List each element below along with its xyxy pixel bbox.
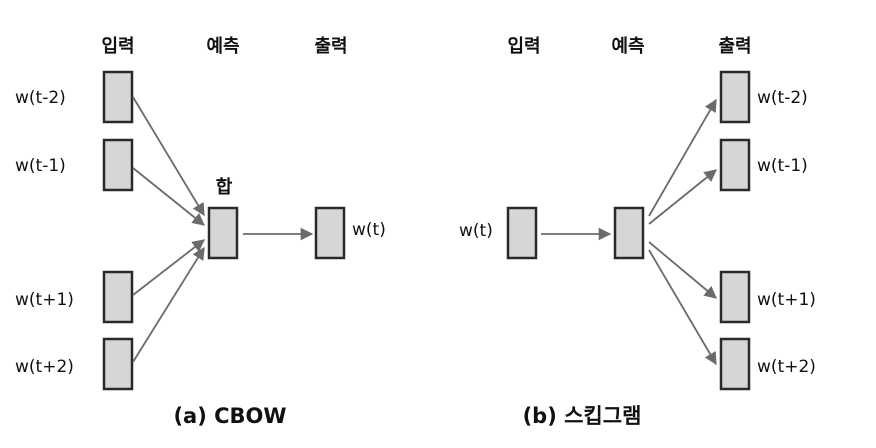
- cbow-output-node: [314, 206, 346, 260]
- cbow-input-label: w(t-2): [15, 88, 66, 108]
- cbow-sum-label: 합: [216, 176, 233, 198]
- cbow-input-node: [102, 70, 134, 124]
- skipgram-output-node: [719, 70, 751, 124]
- skipgram-output-arrow: [648, 98, 717, 217]
- cbow-output-header: 출력: [314, 36, 347, 57]
- cbow-output-label: w(t): [352, 220, 386, 240]
- cbow-input-node: [102, 337, 134, 391]
- cbow-input-header: 입력: [101, 35, 134, 57]
- skipgram-output-arrow: [648, 169, 717, 225]
- cbow-input-arrow: [132, 96, 205, 217]
- skipgram-output-label: w(t+2): [757, 357, 816, 377]
- skipgram-input-node: [506, 206, 538, 260]
- skipgram-output-node: [719, 138, 751, 192]
- cbow-input-label: w(t-1): [15, 156, 66, 176]
- skipgram-output-header: 출력: [718, 36, 751, 57]
- cbow-input-node: [102, 138, 134, 192]
- skipgram-output-node: [719, 270, 751, 324]
- cbow-projection-node: [207, 206, 239, 260]
- skipgram-output-arrow: [648, 249, 717, 366]
- cbow-input-label: w(t+1): [15, 290, 74, 310]
- cbow-caption: (a) CBOW: [173, 404, 286, 428]
- skipgram-output-node: [719, 337, 751, 391]
- skipgram-projection-node: [613, 206, 645, 260]
- cbow-input-arrow: [132, 167, 205, 226]
- cbow-input-label: w(t+2): [15, 357, 74, 377]
- cbow-input-arrow: [132, 239, 205, 296]
- skipgram-output-label: w(t-1): [757, 156, 808, 176]
- skipgram-projection-header: 예측: [611, 36, 644, 57]
- skipgram-output-label: w(t-2): [757, 88, 808, 108]
- cbow-input-node: [102, 270, 134, 324]
- cbow-panel: 입력 예측 출력 w(t-2) w(t-1) w(t+1) w(t+2) 합 w…: [15, 35, 386, 428]
- skipgram-input-label: w(t): [459, 221, 493, 241]
- skipgram-output-label: w(t+1): [757, 290, 816, 310]
- skipgram-panel: 입력 예측 출력 w(t) w(t-2) w(t-1) w(t+1) w(t+2…: [459, 35, 816, 428]
- cbow-projection-header: 예측: [206, 36, 239, 57]
- cbow-input-arrow: [132, 246, 205, 363]
- skipgram-caption: (b) 스킵그램: [523, 404, 642, 428]
- skipgram-output-arrow: [648, 241, 717, 299]
- skipgram-input-header: 입력: [507, 35, 540, 57]
